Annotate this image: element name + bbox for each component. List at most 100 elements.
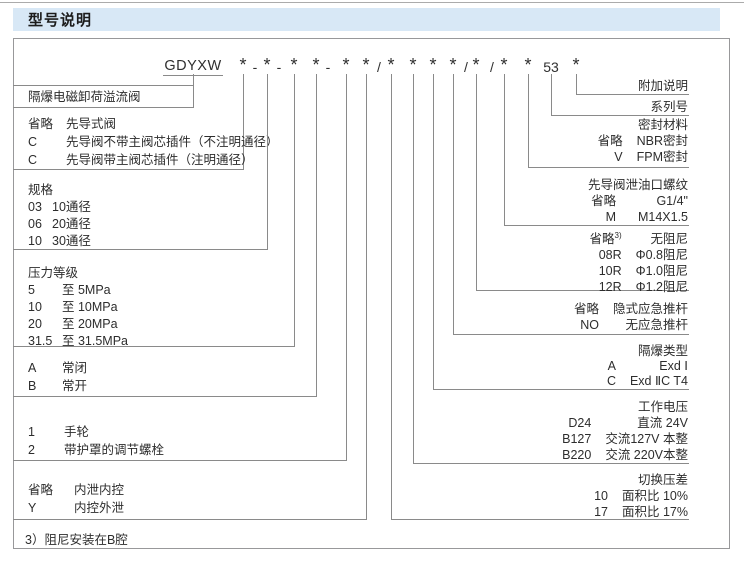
code-value: A (28, 361, 37, 375)
code-token: * (312, 55, 320, 75)
code-meaning: 交流 220V本整 (605, 448, 688, 462)
group-heading: 密封材料 (637, 118, 688, 132)
code-token: * (500, 55, 508, 75)
group-underline (13, 519, 367, 520)
group-underline (13, 169, 244, 170)
group-heading: 隔爆电磁卸荷溢流阀 (28, 90, 141, 104)
group-heading: 附加说明 (637, 79, 688, 93)
label-row: 隔爆电磁卸荷溢流阀 (28, 88, 141, 106)
label-row: 工作电压 (562, 399, 688, 415)
code-meaning: 10通径 (52, 200, 91, 214)
connector-drop (413, 74, 414, 463)
connector-drop (433, 74, 434, 389)
code-value: 06 (28, 217, 42, 231)
group-drain-control: 省略 内泄内控 Y 内控外泄 (28, 481, 124, 517)
code-value: 省略 (28, 483, 54, 497)
connector-drop (267, 74, 268, 249)
code-value: D24 (568, 416, 592, 430)
section-title: 型号说明 (28, 12, 93, 29)
label-row: Y 内控外泄 (28, 499, 124, 517)
connector-drop (346, 74, 347, 460)
code-token: 53 (543, 59, 559, 75)
code-meaning: 带护罩的调节螺栓 (64, 443, 165, 457)
footnote-ref: 3) (614, 230, 622, 240)
group-underline (13, 107, 194, 108)
connector-drop (316, 74, 317, 396)
label-row: 省略3)无阻尼 (590, 231, 689, 247)
label-row: 规格 (28, 182, 91, 199)
group-additional-note: 附加说明 (638, 79, 688, 93)
label-row: 先导阀泄油口螺纹 (588, 177, 688, 193)
code-value: 12R (598, 280, 622, 294)
code-meaning: 交流127V 本整 (605, 432, 688, 446)
group-heading: 先导阀泄油口螺纹 (587, 178, 688, 192)
label-row: 省略先导式阀 (28, 115, 279, 133)
code-value: 2 (28, 443, 35, 457)
code-meaning: 先导阀不带主阀芯插件（不注明通径） (66, 135, 279, 149)
code-meaning: 至 5MPa (62, 283, 111, 297)
code-meaning: 隐式应急推杆 (612, 302, 688, 316)
code-meaning: Φ1.0阻尼 (635, 264, 688, 278)
code-value: 10 (28, 234, 42, 248)
connector-drop (528, 74, 529, 167)
group-heading: 切换压差 (637, 473, 688, 487)
code-token: - (276, 59, 282, 75)
group-underline (576, 94, 689, 95)
code-token: * (362, 55, 370, 75)
code-token: / (464, 59, 468, 75)
code-token: / (490, 59, 494, 75)
label-row: 系列号 (650, 100, 688, 114)
label-row: 压力等级 (28, 265, 128, 282)
code-meaning: 至 31.5MPa (62, 334, 129, 348)
footnote: 3）阻尼安装在B腔 (25, 533, 128, 547)
code-value: C (606, 374, 616, 388)
connector-drop (391, 74, 392, 519)
code-meaning: Exd ⅡC T4 (629, 374, 688, 388)
code-value: M (605, 210, 617, 224)
label-row: 10 至 10MPa (28, 299, 128, 316)
code-value: NO (580, 318, 599, 332)
code-value: V (614, 150, 623, 164)
code-meaning: G1/4" (656, 194, 688, 208)
connector-drop (576, 74, 577, 94)
code-value: 10 (594, 489, 608, 503)
code-value: 10 (28, 300, 42, 314)
label-row: C Exd ⅡC T4 (607, 374, 688, 389)
code-token: * (290, 55, 298, 75)
group-heading: 压力等级 (28, 266, 79, 280)
code-value: B (28, 379, 37, 393)
connector-drop (504, 74, 505, 225)
group-underline (391, 519, 689, 520)
connector-drop (193, 74, 194, 107)
label-row: 切换压差 (594, 472, 688, 488)
code-meaning: 内控外泄 (74, 501, 125, 515)
code-meaning: 内泄内控 (74, 483, 125, 497)
code-meaning: 至 10MPa (62, 300, 118, 314)
code-meaning: 先导阀带主阀芯插件（注明通径） (66, 153, 254, 167)
code-value: 08R (598, 248, 622, 262)
code-token: * (387, 55, 395, 75)
code-value: Y (28, 501, 37, 515)
connector-drop (453, 74, 454, 334)
